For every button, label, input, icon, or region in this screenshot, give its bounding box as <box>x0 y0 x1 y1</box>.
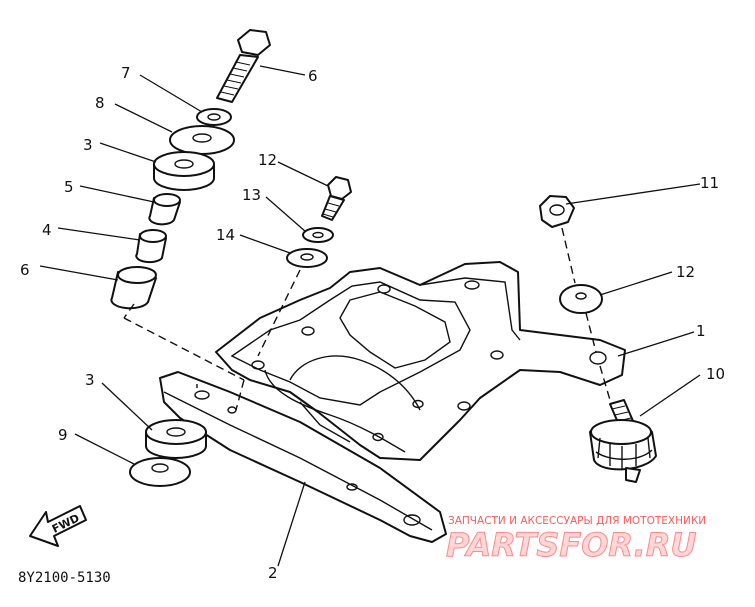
callout-4: 4 <box>42 221 52 239</box>
part-14-washer <box>302 227 334 243</box>
part-8-washer <box>196 108 232 126</box>
part-code: 8Y2100-5130 <box>18 570 111 586</box>
callout-5: 5 <box>64 178 74 196</box>
part-11-nut <box>539 195 575 228</box>
callout-9-top: 8 <box>95 94 105 112</box>
callout-numbers: 6 7 8 3 5 4 6 12 13 14 11 12 1 10 3 9 2 <box>20 64 725 582</box>
part-4-collar <box>135 229 167 264</box>
part-5-collar <box>148 193 181 226</box>
callout-12: 12 <box>676 263 695 281</box>
callout-9-bottom: 9 <box>58 426 68 444</box>
callout-14: 13 <box>242 186 261 204</box>
assembly-lines <box>123 227 611 411</box>
callout-2: 2 <box>268 564 278 582</box>
part-1-bracket <box>215 261 626 461</box>
part-10-mount-damper <box>589 399 657 483</box>
callout-3-bottom: 3 <box>85 371 95 389</box>
part-13-bolt <box>321 176 352 221</box>
part-12-washer <box>559 284 603 314</box>
part-15-washer <box>286 248 328 268</box>
part-3-damper-bottom <box>145 419 207 459</box>
watermark-line1: ЗАПЧАСТИ И АКСЕССУАРЫ ДЛЯ МОТОТЕХНИКИ <box>448 515 706 527</box>
callout-7: 6 <box>308 67 318 85</box>
callout-8: 7 <box>121 64 131 82</box>
callout-13: 12 <box>258 151 277 169</box>
callout-3-top: 3 <box>83 136 93 154</box>
callout-11: 11 <box>700 174 719 192</box>
part-6-bushing <box>110 266 157 310</box>
part-7-bolt <box>216 29 271 103</box>
part-3-damper-top <box>153 151 215 191</box>
fwd-arrow-icon: FWD <box>29 505 87 547</box>
part-9-washer-bottom <box>129 457 191 487</box>
watermark: ЗАПЧАСТИ И АКСЕССУАРЫ ДЛЯ МОТОТЕХНИКИ PA… <box>446 515 707 565</box>
part-9-washer-top <box>169 125 235 155</box>
leader-lines <box>39 65 701 567</box>
callout-15: 14 <box>216 226 235 244</box>
watermark-logo: PARTSFOR.RU <box>446 526 696 564</box>
callout-1: 1 <box>696 322 706 340</box>
callout-10: 10 <box>706 365 725 383</box>
callout-6: 6 <box>20 261 30 279</box>
